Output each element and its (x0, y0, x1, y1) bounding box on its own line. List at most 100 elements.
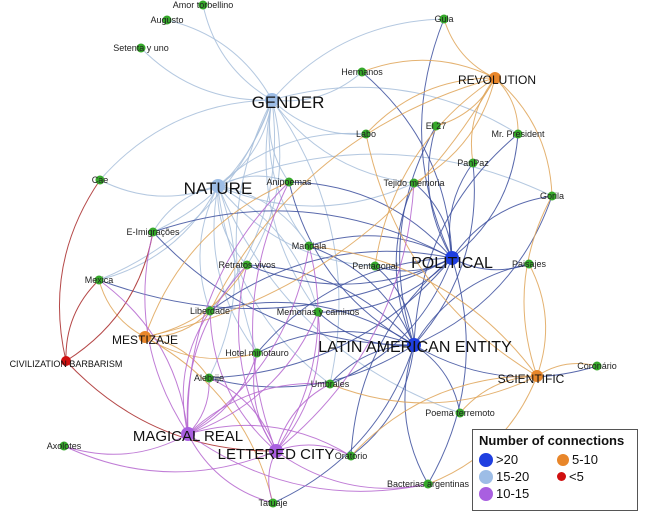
edge-gender-liberdade (209, 99, 276, 312)
edge-revolution-gorila (494, 77, 553, 197)
legend-label: 10-15 (496, 486, 530, 501)
node-gorila[interactable] (547, 191, 557, 201)
hub-label-lettered-city: LETTERED CITY (218, 446, 335, 463)
edge-political-panpaz (448, 162, 474, 259)
edge-mestizaje-anipoemas (144, 181, 290, 338)
node-oratorio[interactable] (346, 451, 356, 461)
edge-mestizaje-alebrije (144, 336, 210, 379)
hub-node-scientific[interactable] (531, 370, 543, 382)
node-axolotes[interactable] (59, 441, 69, 451)
edge-political-gula (421, 18, 453, 259)
edge-scientific-oratorio (350, 375, 538, 457)
node-liberdade[interactable] (205, 306, 215, 316)
edge-nature-labo (217, 132, 367, 187)
hub-node-political[interactable] (445, 251, 459, 265)
node-mandala[interactable] (304, 241, 314, 251)
edge-latin-american-entity-e-imigracoes (152, 231, 415, 346)
edge-political-mandala (308, 235, 453, 259)
node-hermanos[interactable] (357, 67, 367, 77)
edge-latin-american-entity-tejido-memoria (395, 182, 415, 346)
edge-nature-liberdade (199, 185, 219, 312)
legend-item-10-15: 10-15 (479, 486, 557, 501)
edge-lettered-city-retratos-vivos (237, 264, 277, 452)
node-tejido-memoria[interactable] (409, 178, 419, 188)
hub-label-political: POLITICAL (411, 255, 493, 272)
legend-label: >20 (496, 452, 519, 467)
edge-lettered-city-bacterias-argentinas (275, 450, 429, 489)
node-amor-torbellino[interactable] (198, 0, 208, 10)
node-paisajes[interactable] (524, 259, 534, 269)
edge-political-hotel-minotauro (256, 257, 453, 354)
hub-node-latin-american-entity[interactable] (407, 338, 421, 352)
node-anipoemas[interactable] (284, 177, 294, 187)
edge-latin-american-entity-panpaz (413, 162, 475, 346)
label-mr-president: Mr. President (491, 129, 545, 139)
node-el-27[interactable] (431, 121, 441, 131)
edge-nature-umbrales (217, 185, 331, 385)
hub-label-gender: GENDER (252, 93, 325, 112)
edge-latin-american-entity-mandala (308, 245, 415, 346)
label-augusto: Augusto (150, 15, 183, 25)
edge-gender-e-imigracoes (152, 99, 273, 233)
edge-magical-real-liberdade (182, 310, 211, 435)
node-mexica[interactable] (94, 275, 104, 285)
node-cae[interactable] (95, 175, 105, 185)
node-gula[interactable] (439, 14, 449, 24)
label-oratorio: Oratorio (335, 451, 368, 461)
hub-node-gender[interactable] (265, 93, 279, 107)
label-memorias-y-caminos: Memorias y caminos (277, 307, 360, 317)
edge-lettered-city-mandala (275, 245, 319, 452)
hub-node-magical-real[interactable] (181, 427, 195, 441)
edge-gender-amor-torbellino (202, 4, 273, 101)
edge-political-oratorio (350, 257, 453, 457)
legend-swatch (479, 469, 493, 484)
edge-gender-umbrales (271, 99, 340, 385)
edge-lettered-city-anipoemas (252, 181, 290, 452)
node-setenta-y-uno[interactable] (136, 43, 146, 53)
hub-label-scientific: SCIENTIFIC (498, 372, 565, 386)
hub-node-revolution[interactable] (489, 72, 501, 84)
label-mandala: Mandala (292, 241, 327, 251)
edge-gender-gula (271, 18, 445, 101)
node-pentagonal[interactable] (370, 261, 380, 271)
edge-magical-real-hotel-minotauro (187, 352, 258, 435)
edge-latin-american-entity-umbrales (329, 344, 415, 385)
hub-node-civilization-barbarism[interactable] (61, 356, 71, 366)
node-poema-terremoto[interactable] (455, 408, 465, 418)
edge-nature-gorila (217, 153, 553, 197)
node-panpaz[interactable] (468, 158, 478, 168)
edge-scientific-mandala (308, 245, 538, 377)
label-retratos-vivos: Retratos vivos (218, 260, 276, 270)
edge-revolution-hermanos (361, 59, 496, 79)
node-augusto[interactable] (162, 15, 172, 25)
node-e-imigracoes[interactable] (148, 227, 158, 237)
edge-political-liberdade (209, 250, 453, 312)
edge-scientific-paisajes (528, 263, 547, 377)
edge-nature-memorias-y-caminos (217, 185, 319, 313)
hub-node-lettered-city[interactable] (269, 444, 283, 458)
edge-mestizaje-mexica (98, 279, 146, 338)
hub-label-revolution: REVOLUTION (458, 73, 536, 87)
legend-swatch (479, 452, 493, 467)
label-tatuaje: Tatuaje (258, 498, 287, 508)
node-hotel-minotauro[interactable] (252, 348, 262, 358)
node-retratos-vivos[interactable] (242, 260, 252, 270)
edge-revolution-mr-president (494, 77, 519, 135)
node-tatuaje[interactable] (268, 498, 278, 508)
edge-magical-real-mandala (187, 245, 310, 435)
node-bacterias-argentinas[interactable] (423, 479, 433, 489)
node-coronario[interactable] (592, 361, 602, 371)
hub-node-mestizaje[interactable] (139, 331, 151, 343)
edge-scientific-labo (365, 133, 538, 377)
hub-label-nature: NATURE (184, 179, 253, 198)
node-labo[interactable] (361, 129, 371, 139)
edge-gender-mr-president (271, 86, 519, 135)
edge-political-memorias-y-caminos (317, 257, 453, 313)
node-alebrije[interactable] (204, 373, 214, 383)
node-memorias-y-caminos[interactable] (313, 307, 323, 317)
node-mr-president[interactable] (513, 129, 523, 139)
legend-item-20: >20 (479, 452, 557, 467)
hub-node-nature[interactable] (211, 179, 225, 193)
node-umbrales[interactable] (325, 379, 335, 389)
edge-latin-american-entity-gorila (413, 195, 553, 346)
